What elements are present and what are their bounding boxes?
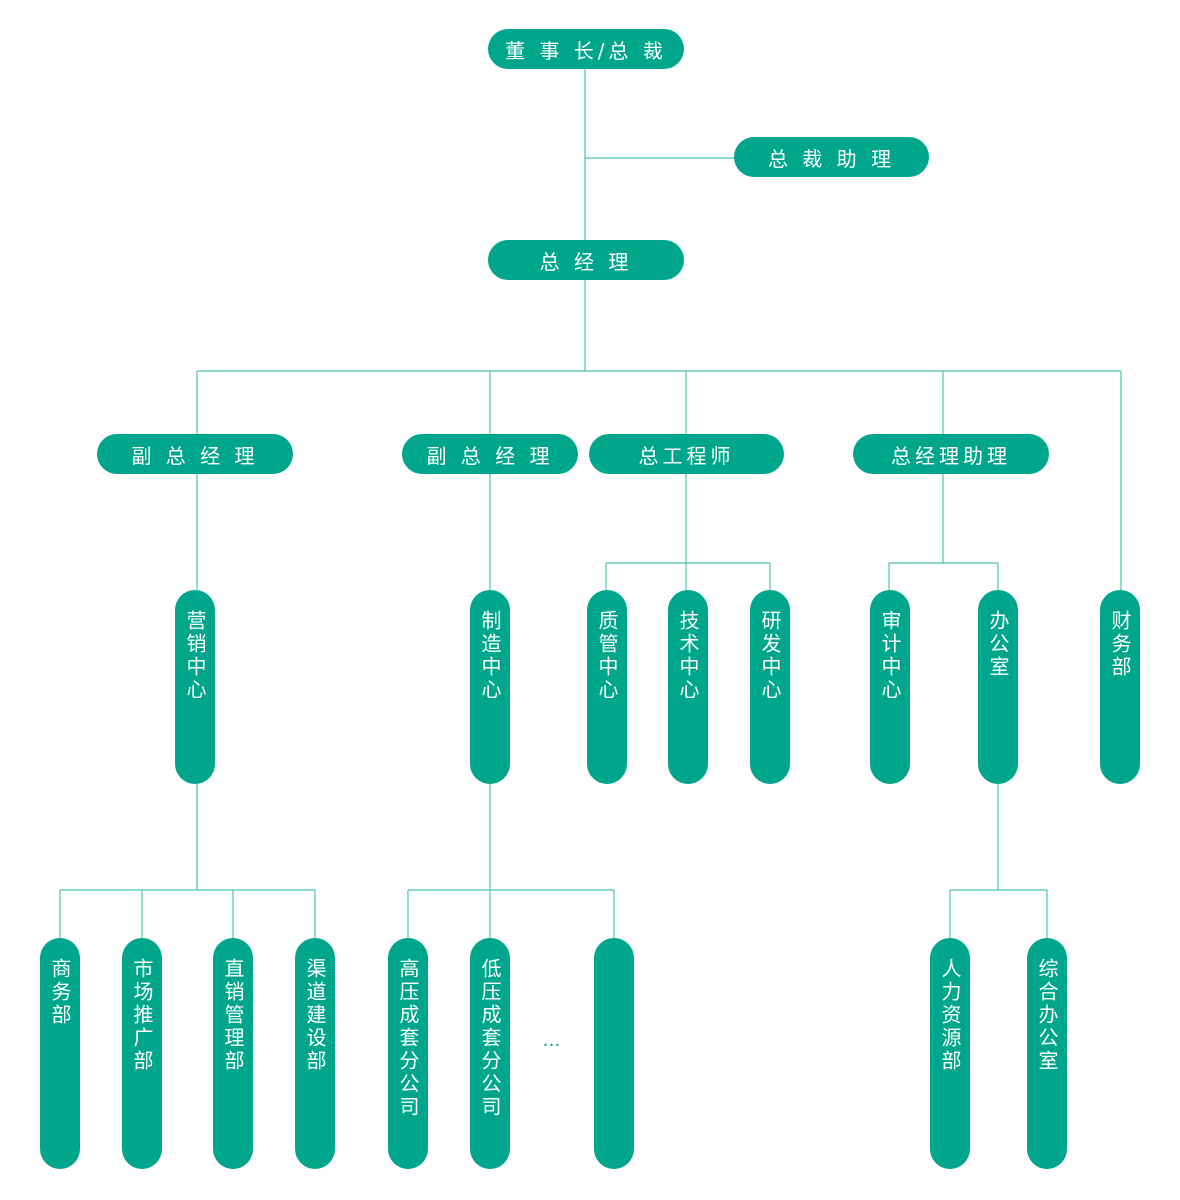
deputy-gm-1-node: 副 总 经 理	[97, 434, 293, 474]
president-assistant-node: 总 裁 助 理	[734, 137, 929, 177]
chief-engineer-label: 总工程师	[638, 443, 735, 468]
hv-company-node: 高压成套分公司	[388, 938, 428, 1169]
office-node: 办公室	[978, 590, 1018, 784]
hr-dept-node: 人力资源部	[930, 938, 970, 1169]
rnd-center-label: 研发中心	[758, 610, 782, 702]
more-ellipsis: …	[542, 1030, 562, 1051]
market-promotion-dept-node: 市场推广部	[122, 938, 162, 1169]
market-promotion-dept-label: 市场推广部	[130, 958, 154, 1073]
gm-assistant-node: 总经理助理	[853, 434, 1049, 474]
hr-dept-label: 人力资源部	[938, 958, 962, 1073]
direct-sales-dept-node: 直销管理部	[213, 938, 253, 1169]
lv-company-label: 低压成套分公司	[478, 958, 502, 1119]
general-manager-label: 总 经 理	[539, 249, 633, 274]
office-label: 办公室	[986, 610, 1010, 679]
manufacturing-center-node: 制造中心	[470, 590, 510, 784]
business-dept-label: 商务部	[48, 958, 72, 1027]
marketing-center-node: 营销中心	[175, 590, 215, 784]
direct-sales-dept-label: 直销管理部	[221, 958, 245, 1073]
chairman-node: 董 事 长/总 裁	[488, 29, 684, 69]
deputy-gm-1-label: 副 总 经 理	[131, 443, 259, 468]
deputy-gm-2-node: 副 总 经 理	[402, 434, 578, 474]
chairman-label: 董 事 长/总 裁	[505, 38, 667, 63]
president-assistant-label: 总 裁 助 理	[767, 146, 896, 171]
technology-center-node: 技术中心	[668, 590, 708, 784]
finance-dept-node: 财务部	[1100, 590, 1140, 784]
rnd-center-node: 研发中心	[750, 590, 790, 784]
marketing-center-label: 营销中心	[183, 610, 207, 702]
general-office-label: 综合办公室	[1035, 958, 1059, 1073]
audit-center-label: 审计中心	[878, 610, 902, 702]
quality-center-node: 质管中心	[587, 590, 627, 784]
blank-company-node	[594, 938, 634, 1169]
channel-dept-node: 渠道建设部	[295, 938, 335, 1169]
general-office-node: 综合办公室	[1027, 938, 1067, 1169]
general-manager-node: 总 经 理	[488, 240, 684, 280]
deputy-gm-2-label: 副 总 经 理	[426, 443, 554, 468]
gm-assistant-label: 总经理助理	[891, 443, 1011, 468]
manufacturing-center-label: 制造中心	[478, 610, 502, 702]
channel-dept-label: 渠道建设部	[303, 958, 327, 1073]
quality-center-label: 质管中心	[595, 610, 619, 702]
business-dept-node: 商务部	[40, 938, 80, 1169]
finance-dept-label: 财务部	[1108, 610, 1132, 679]
lv-company-node: 低压成套分公司	[470, 938, 510, 1169]
chief-engineer-node: 总工程师	[589, 434, 784, 474]
hv-company-label: 高压成套分公司	[396, 958, 420, 1119]
technology-center-label: 技术中心	[676, 610, 700, 702]
audit-center-node: 审计中心	[870, 590, 910, 784]
